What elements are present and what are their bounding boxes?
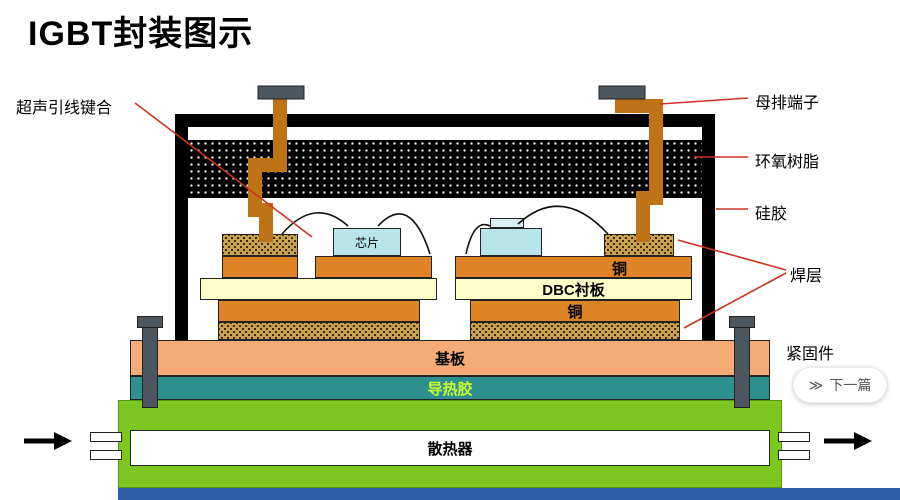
label-wire-bond: 超声引线键合 xyxy=(16,100,113,117)
copper-block-lower-right: 铜 xyxy=(470,300,680,322)
dbc-substrate-label: DBC衬板 xyxy=(542,281,605,299)
baseplate-layer: 基板 xyxy=(130,340,770,376)
thermal-adhesive-layer: 导热胶 xyxy=(130,376,770,400)
case-top-bar xyxy=(175,114,715,127)
heatsink-coolant-channel: 散热器 xyxy=(130,430,770,466)
flow-arrow-right xyxy=(824,432,872,450)
flow-arrow-left xyxy=(24,432,72,450)
chip-right-top-electrode xyxy=(490,218,524,228)
heatsink-label: 散热器 xyxy=(427,440,473,458)
chevron-right-icon: ≫ xyxy=(808,376,824,393)
next-article-button[interactable]: ≫ 下一篇 xyxy=(793,367,887,403)
label-busbar-terminal: 母排端子 xyxy=(755,95,820,112)
copper-block-upper-left-a xyxy=(222,256,298,278)
heatsink-inlet-tube-bottom xyxy=(90,450,122,460)
footer-strip xyxy=(118,488,900,500)
chip-right xyxy=(480,228,542,256)
dbc-substrate-right: DBC衬板 xyxy=(455,278,692,300)
heatsink-inlet-tube-top xyxy=(90,432,122,442)
busbar-cap-left xyxy=(257,85,305,100)
chip-left: 芯片 xyxy=(333,228,401,256)
label-solder-layer: 焊层 xyxy=(790,268,823,285)
next-article-label: 下一篇 xyxy=(829,377,872,393)
dbc-substrate-left xyxy=(200,278,437,300)
copper-block-lower-left xyxy=(218,300,420,322)
copper-block-upper-left-b xyxy=(315,256,432,278)
heatsink-outlet-tube-top xyxy=(778,432,810,442)
fastener-right-head xyxy=(729,316,755,328)
copper-lower-label: 铜 xyxy=(567,303,583,321)
thermal-adhesive-label: 导热胶 xyxy=(427,380,473,398)
copper-block-upper-right xyxy=(455,256,692,278)
label-fastener: 紧固件 xyxy=(786,346,835,363)
fastener-left-head xyxy=(137,316,163,328)
fastener-right-bolt xyxy=(734,322,750,408)
solder-layer-lower-right xyxy=(470,322,680,340)
case-right-wall xyxy=(702,114,715,342)
baseplate-label: 基板 xyxy=(434,350,465,368)
label-silicone-gel: 硅胶 xyxy=(755,206,788,223)
chip-label: 芯片 xyxy=(354,235,379,250)
solder-layer-lower-left xyxy=(218,322,420,340)
solder-block-upper-right xyxy=(604,234,674,256)
copper-upper-label: 铜 xyxy=(612,261,628,278)
case-left-wall xyxy=(175,114,188,342)
fastener-left-bolt xyxy=(142,322,158,408)
leader-busbar-terminal xyxy=(659,97,749,105)
label-epoxy-resin: 环氧树脂 xyxy=(755,154,820,171)
leader-solder-upper xyxy=(677,239,787,271)
epoxy-resin-layer xyxy=(188,140,702,198)
heatsink-outlet-tube-bottom xyxy=(778,450,810,460)
page-title: IGBT封装图示 xyxy=(28,15,254,53)
solder-block-upper-left xyxy=(222,234,298,256)
busbar-cap-right xyxy=(598,85,646,100)
